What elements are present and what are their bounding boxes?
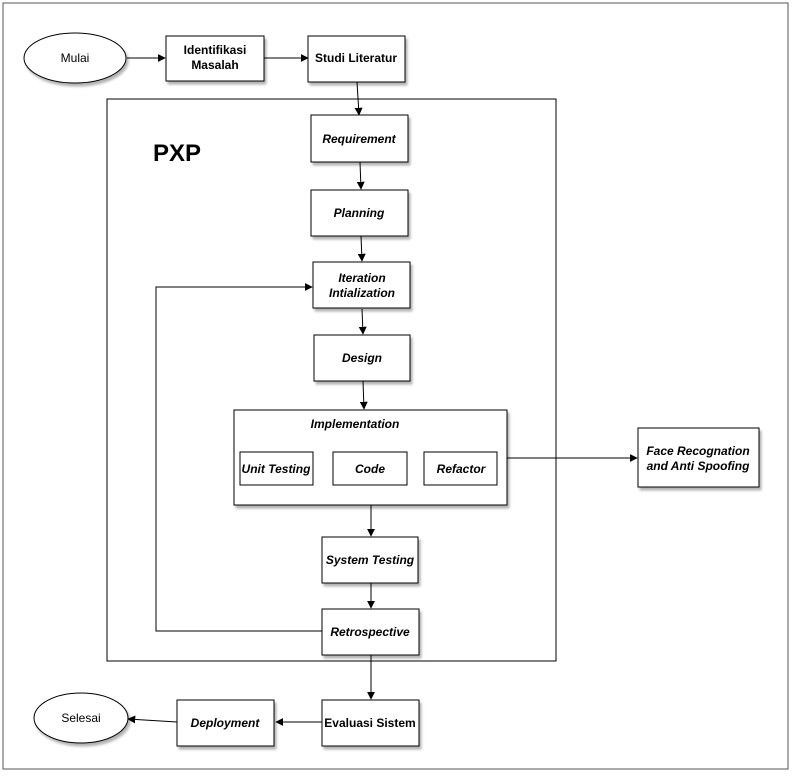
output-label-2: and Anti Spoofing bbox=[647, 459, 751, 473]
evaluasi-label: Evaluasi Sistem bbox=[324, 716, 415, 730]
edge-literatur-requirement bbox=[354, 81, 363, 116]
planning-node bbox=[310, 189, 409, 237]
end-label: Selesai bbox=[61, 711, 100, 725]
iteration-label-1: Iteration bbox=[338, 271, 385, 285]
design-node bbox=[313, 334, 411, 382]
planning-label: Planning bbox=[334, 206, 385, 220]
system-testing-node bbox=[321, 536, 419, 584]
design-label: Design bbox=[342, 351, 382, 365]
implementation-label: Implementation bbox=[311, 417, 400, 431]
refactor-node bbox=[423, 451, 498, 486]
edge-design-implementation bbox=[359, 380, 368, 410]
code-node bbox=[332, 451, 408, 486]
iteration-node bbox=[312, 261, 411, 309]
iteration-label-2: Intialization bbox=[329, 286, 395, 300]
start-node bbox=[23, 32, 127, 84]
code-label: Code bbox=[355, 462, 385, 476]
output-label-1: Face Recognation bbox=[646, 444, 749, 458]
identifikasi-node bbox=[165, 35, 265, 82]
edge-retrospective-loop bbox=[155, 283, 322, 632]
edge-iteration-design bbox=[358, 308, 367, 335]
deployment-label: Deployment bbox=[191, 716, 261, 730]
edge-deployment-selesai bbox=[127, 715, 178, 724]
end-node bbox=[33, 692, 129, 744]
pxp-title: PXP bbox=[153, 140, 201, 167]
edge-requirement-planning bbox=[356, 161, 365, 190]
requirement-label: Requirement bbox=[322, 132, 396, 146]
literatur-node bbox=[307, 35, 406, 83]
refactor-label: Refactor bbox=[437, 462, 487, 476]
requirement-node bbox=[310, 114, 409, 163]
identifikasi-label-2: Masalah bbox=[191, 58, 238, 72]
retrospective-node bbox=[321, 608, 420, 656]
start-label: Mulai bbox=[61, 51, 90, 65]
retrospective-label: Retrospective bbox=[330, 625, 410, 639]
identifikasi-label-1: Identifikasi bbox=[184, 43, 247, 57]
literatur-label: Studi Literatur bbox=[315, 51, 397, 65]
deployment-node bbox=[176, 699, 275, 747]
edge-planning-iteration bbox=[357, 235, 366, 262]
system-testing-label: System Testing bbox=[326, 553, 415, 567]
output-node bbox=[637, 427, 760, 488]
evaluasi-node bbox=[321, 699, 420, 747]
unit-testing-label: Unit Testing bbox=[242, 462, 312, 476]
unit-testing-node bbox=[239, 451, 314, 486]
